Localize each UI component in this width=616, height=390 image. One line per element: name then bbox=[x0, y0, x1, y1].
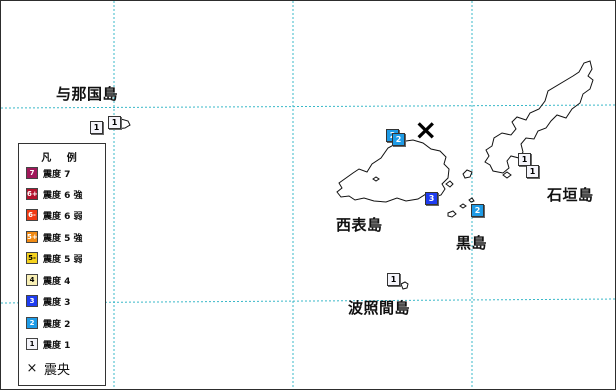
legend-swatch-2: 2 bbox=[26, 317, 38, 329]
legend-swatch-5-strong: 5+ bbox=[26, 231, 38, 243]
legend-swatch-6-weak: 6- bbox=[26, 209, 38, 221]
yonaguni-island-coast bbox=[112, 118, 131, 130]
legend-item-4: 4 震度 4 bbox=[26, 273, 70, 287]
legend-label-5-strong: 震度 5 強 bbox=[43, 233, 83, 244]
legend-item-2: 2 震度 2 bbox=[26, 316, 70, 330]
legend-label-7: 震度 7 bbox=[43, 169, 71, 180]
legend-item-7: 7 震度 7 bbox=[26, 166, 70, 180]
legend-label-2: 震度 2 bbox=[43, 319, 71, 330]
place-label-kuroshima: 黒島 bbox=[456, 234, 488, 252]
legend-label-4: 震度 4 bbox=[43, 276, 71, 287]
legend-swatch-3: 3 bbox=[26, 295, 38, 307]
intensity-marker-iriomote-n-b: 2 bbox=[392, 133, 405, 146]
islet-a bbox=[372, 176, 380, 182]
legend-swatch-6-strong: 6+ bbox=[26, 188, 38, 200]
legend-epicenter-label: 震央 bbox=[44, 363, 71, 378]
intensity-marker-ishigaki-a: 1 bbox=[518, 153, 531, 166]
legend-label-6-strong: 震度 6 強 bbox=[43, 190, 83, 201]
legend-item-1: 1 震度 1 bbox=[26, 337, 70, 351]
grid-line-h2 bbox=[1, 298, 615, 304]
intensity-marker-yonaguni-a: 1 bbox=[90, 121, 103, 134]
legend-label-6-weak: 震度 6 弱 bbox=[43, 211, 83, 222]
legend-item-3: 3 震度 3 bbox=[26, 294, 70, 308]
legend-item-5-strong: 5+ 震度 5 強 bbox=[26, 230, 83, 244]
place-label-yonaguni: 与那国島 bbox=[56, 85, 119, 103]
islet-b bbox=[445, 180, 454, 188]
legend-item-epicenter: × 震央 bbox=[26, 359, 70, 378]
islet-d bbox=[459, 203, 467, 209]
epicenter-mark: × bbox=[414, 113, 438, 146]
place-label-iriomote: 西表島 bbox=[336, 216, 383, 234]
legend-title: 凡 例 bbox=[41, 153, 83, 164]
legend-swatch-5-weak: 5- bbox=[26, 252, 38, 264]
place-label-ishigaki: 石垣島 bbox=[547, 186, 594, 204]
legend-epicenter-mark: × bbox=[26, 361, 38, 376]
intensity-marker-hateruma: 1 bbox=[387, 273, 400, 286]
legend-swatch-1: 1 bbox=[26, 338, 38, 350]
intensity-legend: 凡 例 7 震度 7 6+ 震度 6 強 6- 震度 6 弱 5+ 震度 5 強… bbox=[18, 143, 106, 386]
ishigaki-island-coast bbox=[484, 60, 594, 174]
intensity-marker-kuroshima: 2 bbox=[471, 204, 484, 217]
intensity-marker-iriomote-s: 3 bbox=[425, 192, 438, 205]
legend-item-6-weak: 6- 震度 6 弱 bbox=[26, 208, 83, 222]
islet-f bbox=[502, 171, 512, 179]
grid-line-h1 bbox=[1, 104, 615, 109]
legend-item-6-strong: 6+ 震度 6 強 bbox=[26, 187, 83, 201]
islet-c bbox=[462, 169, 473, 179]
intensity-marker-ishigaki-b: 1 bbox=[526, 165, 539, 178]
hateruma-island-coast bbox=[400, 281, 409, 290]
place-label-hateruma: 波照間島 bbox=[348, 299, 411, 317]
legend-label-1: 震度 1 bbox=[43, 340, 71, 351]
islet-e bbox=[468, 197, 475, 203]
intensity-marker-yonaguni-b: 1 bbox=[108, 116, 121, 129]
legend-item-5-weak: 5- 震度 5 弱 bbox=[26, 251, 83, 265]
kuroshima-coast bbox=[447, 210, 457, 218]
legend-swatch-4: 4 bbox=[26, 274, 38, 286]
iriomote-island-coast bbox=[336, 139, 450, 203]
legend-label-3: 震度 3 bbox=[43, 297, 71, 308]
legend-label-5-weak: 震度 5 弱 bbox=[43, 254, 83, 265]
legend-swatch-7: 7 bbox=[26, 167, 38, 179]
